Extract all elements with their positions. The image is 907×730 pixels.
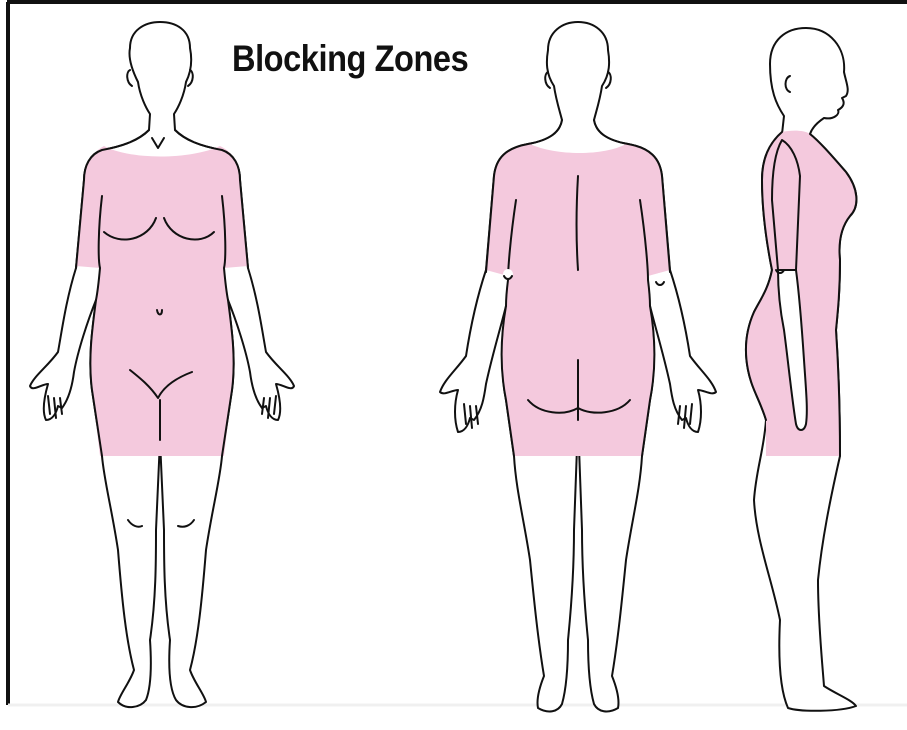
front-figure — [30, 22, 294, 707]
front-blocking-zone — [76, 146, 248, 456]
front-left-ear — [127, 70, 132, 86]
side-figure — [746, 28, 856, 711]
back-figure — [440, 22, 716, 711]
side-upper-arm-zone — [772, 140, 800, 270]
